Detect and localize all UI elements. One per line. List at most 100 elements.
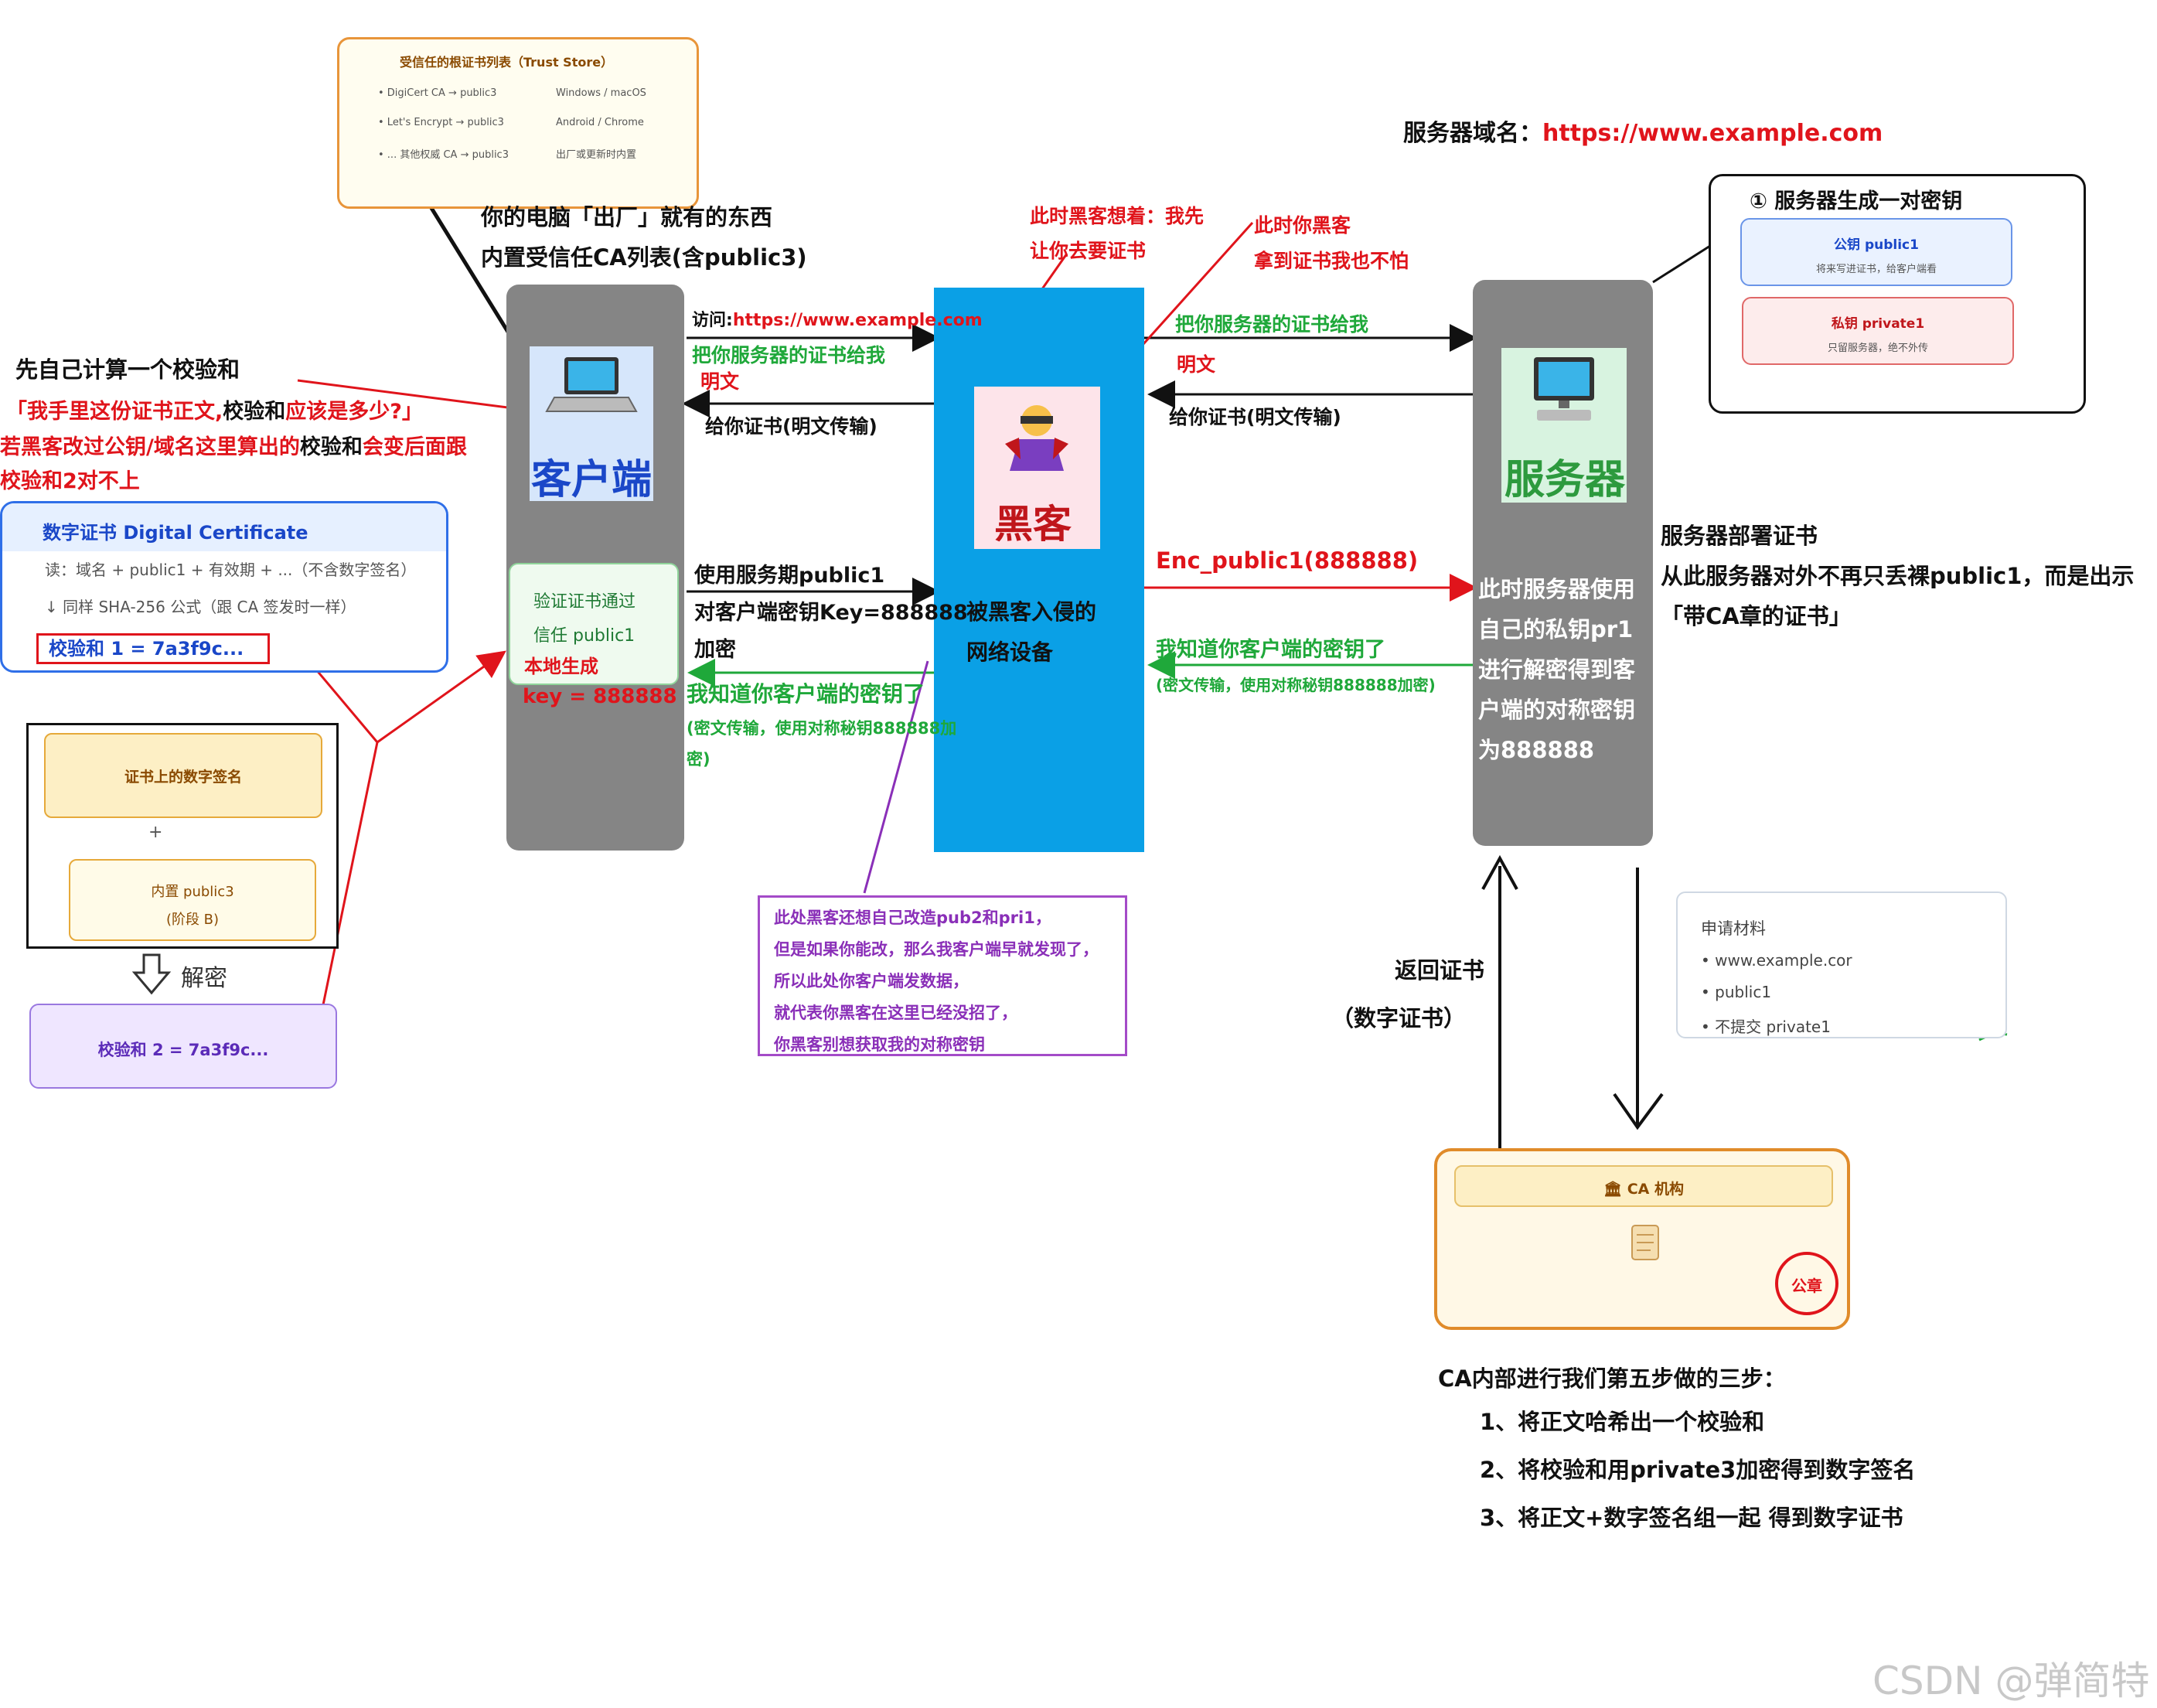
trust-store-card: 受信任的根证书列表（Trust Store） • DigiCert CA → p… <box>337 37 699 209</box>
client-verify-line3: 本地生成 <box>524 656 598 677</box>
hacker-pillar <box>934 288 1144 852</box>
visit-label: 访问:https://www.example.com <box>692 311 983 330</box>
trust-store-row: • ... 其他权威 CA → public3 出厂或更新时内置 <box>378 149 637 161</box>
ca-title-bar: 🏛 CA 机构 <box>1454 1165 1833 1207</box>
signature-panel: 证书上的数字签名 + 内置 public3 (阶段 B) <box>26 723 339 949</box>
send-cert-right-line2: 明文 <box>1177 353 1216 376</box>
deploy-line3: 「带CA章的证书」 <box>1661 603 1852 629</box>
checksum1-value: 校验和 1 = 7a3f9c... <box>49 638 244 660</box>
give-cert-right: 给你证书(明文传输) <box>1169 406 1341 428</box>
send-cert-right-line1: 把你服务器的证书给我 <box>1175 313 1369 336</box>
ninja-icon <box>1005 405 1068 471</box>
ca-step: 2、将校验和用private3加密得到数字签名 <box>1480 1457 1916 1483</box>
ca-card: 🏛 CA 机构 公章 <box>1434 1148 1850 1330</box>
encrypt-line3: 加密 <box>694 638 736 662</box>
keypair-panel: ① 服务器生成一对密钥 公钥 public1 将来写进证书，给客户端看 私钥 p… <box>1709 174 2086 414</box>
ca-title: 🏛 CA 机构 <box>1603 1181 1684 1198</box>
apply-item: • 不提交 private1 <box>1701 1018 1831 1036</box>
ca-seal: 公章 <box>1775 1252 1838 1315</box>
hacker-icon-box: 黑客 <box>974 387 1100 549</box>
public-key-title: 公钥 public1 <box>1834 237 1919 253</box>
checksum-note-title: 先自己计算一个校验和 <box>15 356 240 383</box>
factory-note-line2: 内置受信任CA列表(含public3) <box>481 244 807 271</box>
keypair-title: ① 服务器生成一对密钥 <box>1750 189 1963 213</box>
client-label: 客户端 <box>531 457 653 503</box>
factory-note-line1: 你的电脑「出厂」就有的东西 <box>481 204 773 230</box>
return-cert-line1: 返回证书 <box>1395 957 1485 984</box>
checksum2-card: 校验和 2 = 7a3f9c... <box>29 1004 337 1089</box>
send-cert-left-line2: 明文 <box>700 370 740 393</box>
send-cert-left-line1: 把你服务器的证书给我 <box>692 344 886 366</box>
checksum-note-line3: 若黑客改过公钥/域名这里算出的校验和会变后面跟 <box>0 435 467 459</box>
know-key-left-line3: 密) <box>687 750 710 769</box>
trust-store-row: • Let's Encrypt → public3 Android / Chro… <box>378 117 644 128</box>
server-domain: 服务器域名：https://www.example.com <box>1403 114 1883 148</box>
client-icon-box: 客户端 <box>530 346 653 503</box>
trust-store-rows: • DigiCert CA → public3 Windows / macOS … <box>378 87 687 176</box>
client-verify-card: 验证证书通过 信任 public1 本地生成 <box>509 563 679 685</box>
apply-item: • public1 <box>1701 983 1772 1001</box>
certificate-card-header <box>2 503 446 551</box>
know-key-right-line1: 我知道你客户端的密钥了 <box>1156 638 1385 662</box>
desktop-icon <box>1534 357 1594 421</box>
server-label: 服务器 <box>1504 457 1626 503</box>
apply-title: 申请材料 <box>1701 919 1766 938</box>
public-key-card: 公钥 public1 将来写进证书，给客户端看 <box>1740 218 2012 286</box>
trust-store-title: 受信任的根证书列表（Trust Store） <box>400 55 614 70</box>
laptop-icon <box>545 357 638 412</box>
certificate-card-read: 读：域名 + public1 + 有效期 + ...（不含数字签名） <box>45 561 417 579</box>
hacker-think-line1: 此时黑客想着：我先 <box>1030 205 1205 227</box>
private-key-sub: 只留服务器，绝不外传 <box>1827 343 1928 354</box>
give-cert-left: 给你证书(明文传输) <box>705 415 877 438</box>
ca-seal-text: 公章 <box>1791 1277 1822 1295</box>
watermark: CSDN @弹简特 <box>1872 1659 2150 1703</box>
hacker-label: 黑客 <box>994 502 1072 547</box>
checksum1-box <box>36 633 270 664</box>
builtin-public3-line2: (阶段 B) <box>165 912 220 928</box>
know-key-right-line2: (密文传输，使用对称秘钥888888加密) <box>1156 676 1436 694</box>
private-key-title: 私钥 private1 <box>1831 316 1925 332</box>
hacker-notafraid-line1: 此时你黑客 <box>1254 214 1351 237</box>
encrypt-line2: 对客户端密钥Key=888888 <box>694 601 968 625</box>
know-key-left-line2: (密文传输，使用对称秘钥888888加 <box>687 719 957 738</box>
hacker-device-line1: 被黑客入侵的 <box>966 599 1097 625</box>
server-decrypt-note: 此时服务器使用 自己的私钥pr1 进行解密得到客 户端的对称密钥 为888888 <box>1478 576 1636 763</box>
ca-step: 1、将正文哈希出一个校验和 <box>1480 1409 1765 1435</box>
hacker-think-line2: 让你去要证书 <box>1030 240 1147 262</box>
apply-item: • www.example.cor <box>1701 951 1852 970</box>
trust-store-row: • DigiCert CA → public3 Windows / macOS <box>378 87 646 99</box>
hacker-notafraid-line2: 拿到证书我也不怕 <box>1254 250 1409 272</box>
ca-step: 3、将正文+数字签名组一起 得到数字证书 <box>1480 1505 1903 1531</box>
digital-signature-card: 证书上的数字签名 <box>44 733 322 818</box>
certificate-card-formula: ↓ 同样 SHA-256 公式（跟 CA 签发时一样） <box>45 598 356 616</box>
server-domain-url[interactable]: https://www.example.com <box>1542 120 1883 147</box>
client-key: key = 888888 <box>523 685 677 708</box>
public-key-sub: 将来写进证书，给客户端看 <box>1815 264 1937 275</box>
client-verify-line1: 验证证书通过 <box>533 592 636 612</box>
private-key-card: 私钥 private1 只留服务器，绝不外传 <box>1742 297 2014 365</box>
signature-plus: + <box>148 823 163 842</box>
server-icon-box: 服务器 <box>1501 348 1627 503</box>
certificate-card-title: 数字证书 Digital Certificate <box>43 522 308 544</box>
scroll-icon <box>1631 1225 1659 1260</box>
decrypt-label: 解密 <box>181 965 227 992</box>
encrypt-line1: 使用服务期public1 <box>694 564 885 588</box>
checksum-note-line4: 校验和2对不上 <box>0 469 140 493</box>
builtin-public3-card: 内置 public3 (阶段 B) <box>69 859 316 941</box>
deploy-line2: 从此服务器对外不再只丢裸public1，而是出示 <box>1661 563 2135 589</box>
builtin-public3-line1: 内置 public3 <box>151 884 234 900</box>
checksum-note-line2: 「我手里这份证书正文,校验和应该是多少?」 <box>6 400 423 424</box>
deploy-line1: 服务器部署证书 <box>1661 523 1818 549</box>
certificate-card: 数字证书 Digital Certificate 读：域名 + public1 … <box>0 501 448 673</box>
return-cert-line2: （数字证书） <box>1331 1005 1467 1031</box>
checksum2-value: 校验和 2 = 7a3f9c... <box>97 1041 269 1059</box>
server-domain-label: 服务器域名： <box>1403 120 1542 147</box>
hacker-purple-note: 此处黑客还想自己改造pub2和pri1， 但是如果你能改，那么我客户端早就发现了… <box>758 895 1127 1056</box>
know-key-left-line1: 我知道你客户端的密钥了 <box>687 681 925 707</box>
ca-steps-title: CA内部进行我们第五步做的三步： <box>1438 1365 1786 1392</box>
digital-signature-label: 证书上的数字签名 <box>124 769 242 786</box>
client-verify-line2: 信任 public1 <box>533 626 636 646</box>
hacker-device-line2: 网络设备 <box>966 639 1054 665</box>
apply-materials-card: 申请材料 • www.example.cor • public1 • 不提交 p… <box>1676 892 2007 1038</box>
enc-label: Enc_public1(888888) <box>1156 547 1419 574</box>
